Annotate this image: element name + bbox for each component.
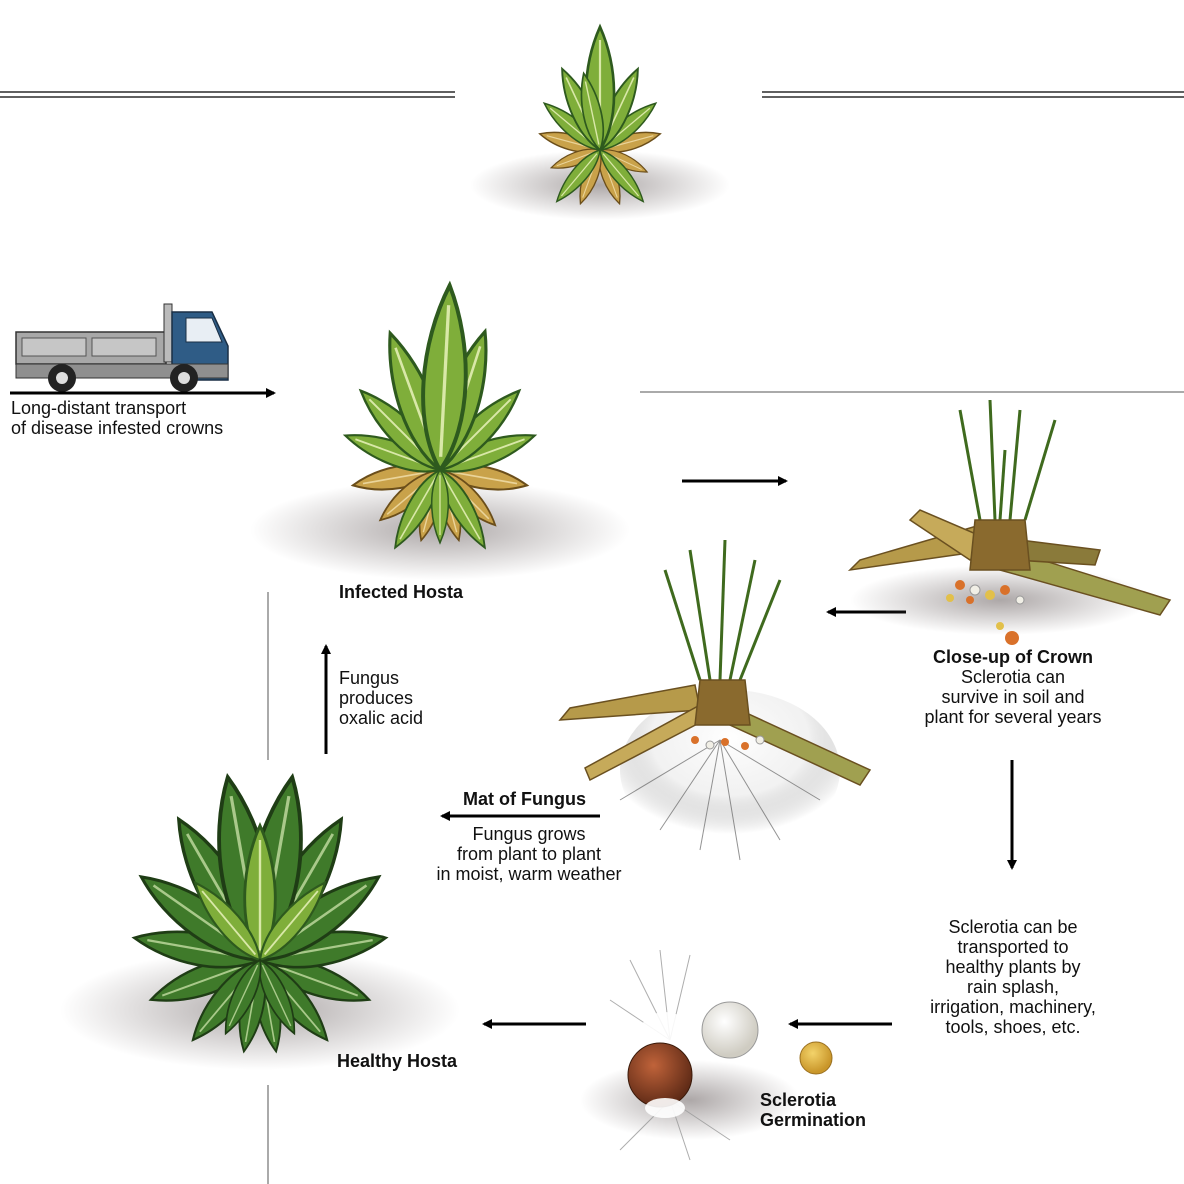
germination-label: Sclerotia Germination [760, 1090, 866, 1130]
fungus-acid-line2: produces [339, 688, 423, 708]
sclerotia-transport-label: Sclerotia can be transported to healthy … [902, 917, 1124, 1037]
healthy-hosta-illustration [60, 773, 460, 1070]
sclerotia-transport-line1: Sclerotia can be [902, 917, 1124, 937]
crown-text-line3: plant for several years [902, 707, 1124, 727]
crown-text-line2: survive in soil and [902, 687, 1124, 707]
transport-label: Long-distant transport of disease infest… [11, 398, 223, 438]
sclerotia-transport-line6: tools, shoes, etc. [902, 1017, 1124, 1037]
infected-hosta-label: Infected Hosta [339, 582, 463, 602]
mat-of-fungus-text: Fungus grows from plant to plant in mois… [418, 824, 640, 884]
crown-closeup-illustration [850, 400, 1170, 645]
mat-of-fungus-title: Mat of Fungus [463, 789, 586, 809]
sclerotia-transport-line4: rain splash, [902, 977, 1124, 997]
crown-text-line1: Sclerotia can [902, 667, 1124, 687]
sclerotia-transport-line2: transported to [902, 937, 1124, 957]
germination-line2: Germination [760, 1110, 866, 1130]
fungus-mat-illustration [560, 540, 870, 860]
crown-title: Close-up of Crown [902, 647, 1124, 667]
infected-hosta-illustration [250, 284, 630, 580]
mat-text-line2: from plant to plant [418, 844, 640, 864]
fungus-acid-line3: oxalic acid [339, 708, 423, 728]
fungus-acid-label: Fungus produces oxalic acid [339, 668, 423, 728]
germination-line1: Sclerotia [760, 1090, 866, 1110]
top-hosta-illustration [470, 27, 730, 220]
fungus-acid-line1: Fungus [339, 668, 423, 688]
transport-label-line2: of disease infested crowns [11, 418, 223, 438]
crown-label: Close-up of Crown Sclerotia can survive … [902, 647, 1124, 727]
sclerotia-transport-line5: irrigation, machinery, [902, 997, 1124, 1017]
mat-text-line1: Fungus grows [418, 824, 640, 844]
transport-label-line1: Long-distant transport [11, 398, 223, 418]
truck-icon [16, 304, 228, 392]
sclerotia-transport-line3: healthy plants by [902, 957, 1124, 977]
mat-text-line3: in moist, warm weather [418, 864, 640, 884]
healthy-hosta-label: Healthy Hosta [337, 1051, 457, 1071]
